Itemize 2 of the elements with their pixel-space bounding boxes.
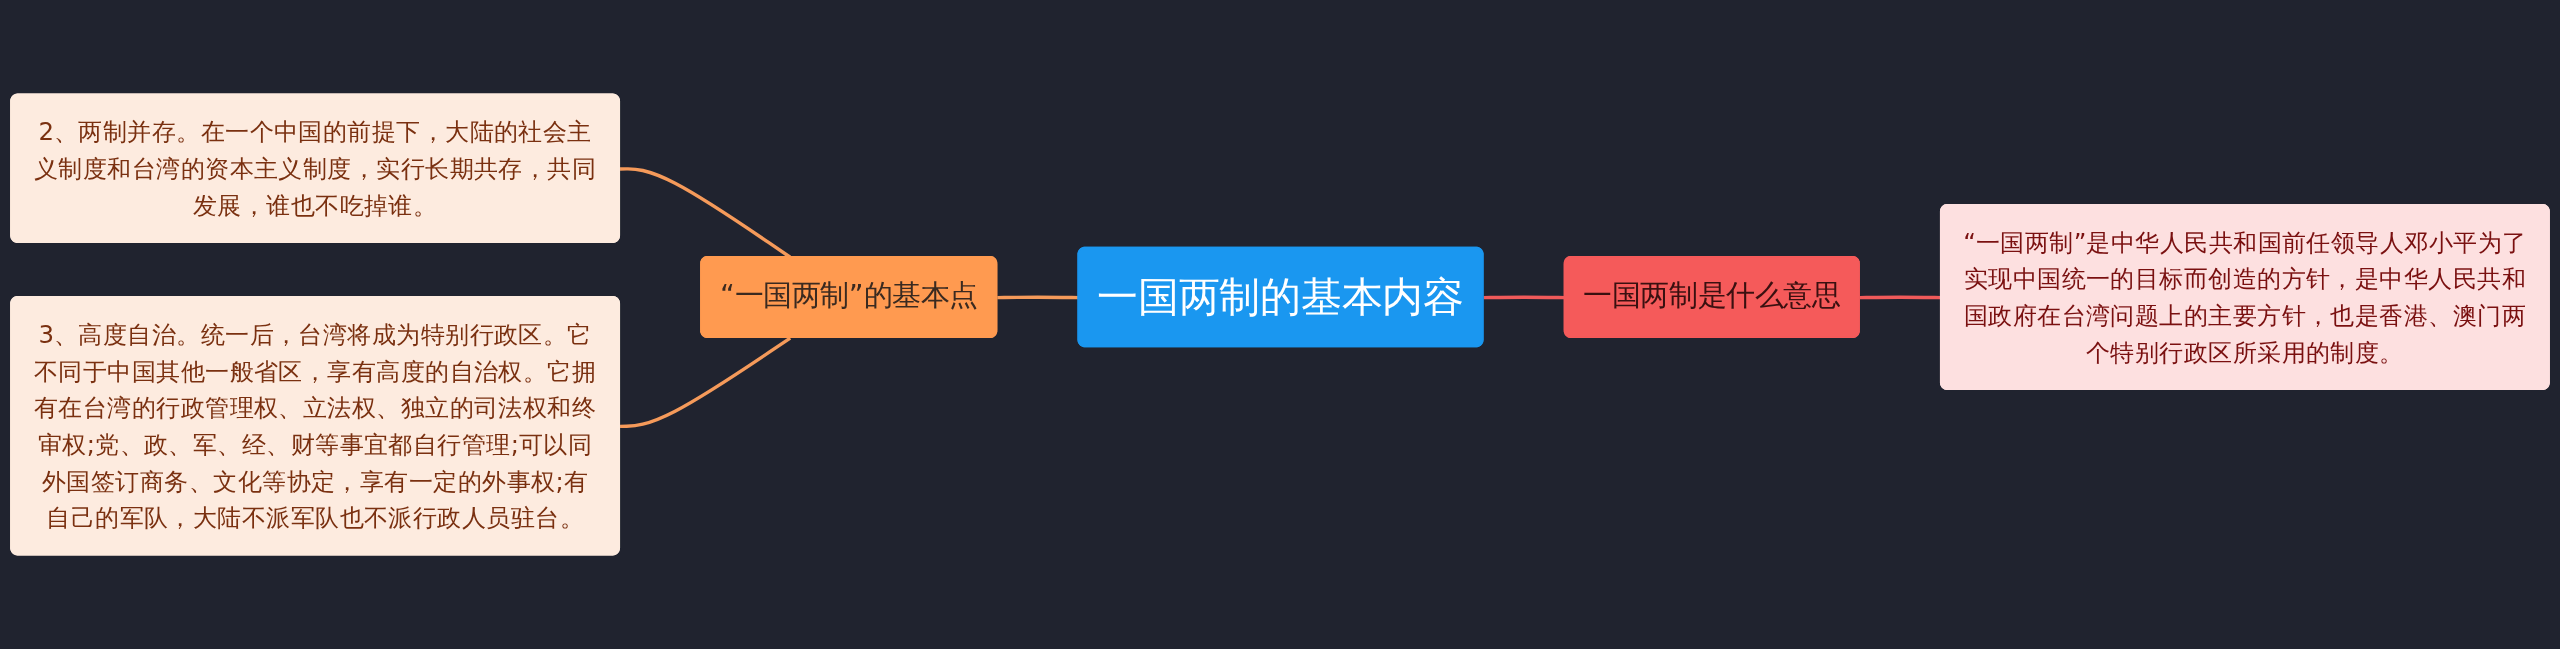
connector [620, 336, 792, 429]
connector [997, 295, 1079, 300]
